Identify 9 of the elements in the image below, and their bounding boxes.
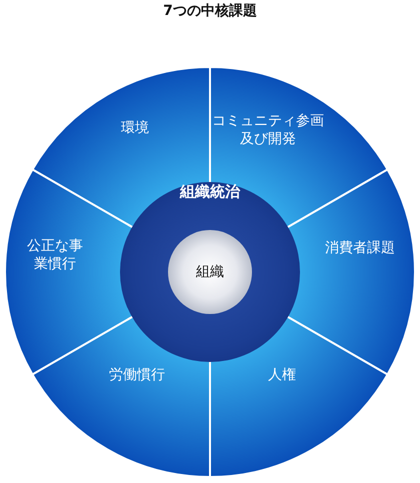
sector-label: 公正な事業慣行 [26,236,84,274]
sector-label: 労働慣行 [92,366,182,384]
sector-label: 消費者課題 [315,238,405,258]
center-label: 組織 [196,262,224,282]
ring-label: 組織統治 [180,182,240,202]
title: 7つの中核課題 [162,2,258,20]
sector-label: コミュニティ参画及び開発 [210,112,326,148]
sector-label: 人権 [252,366,312,384]
sector-label: 環境 [90,118,180,138]
